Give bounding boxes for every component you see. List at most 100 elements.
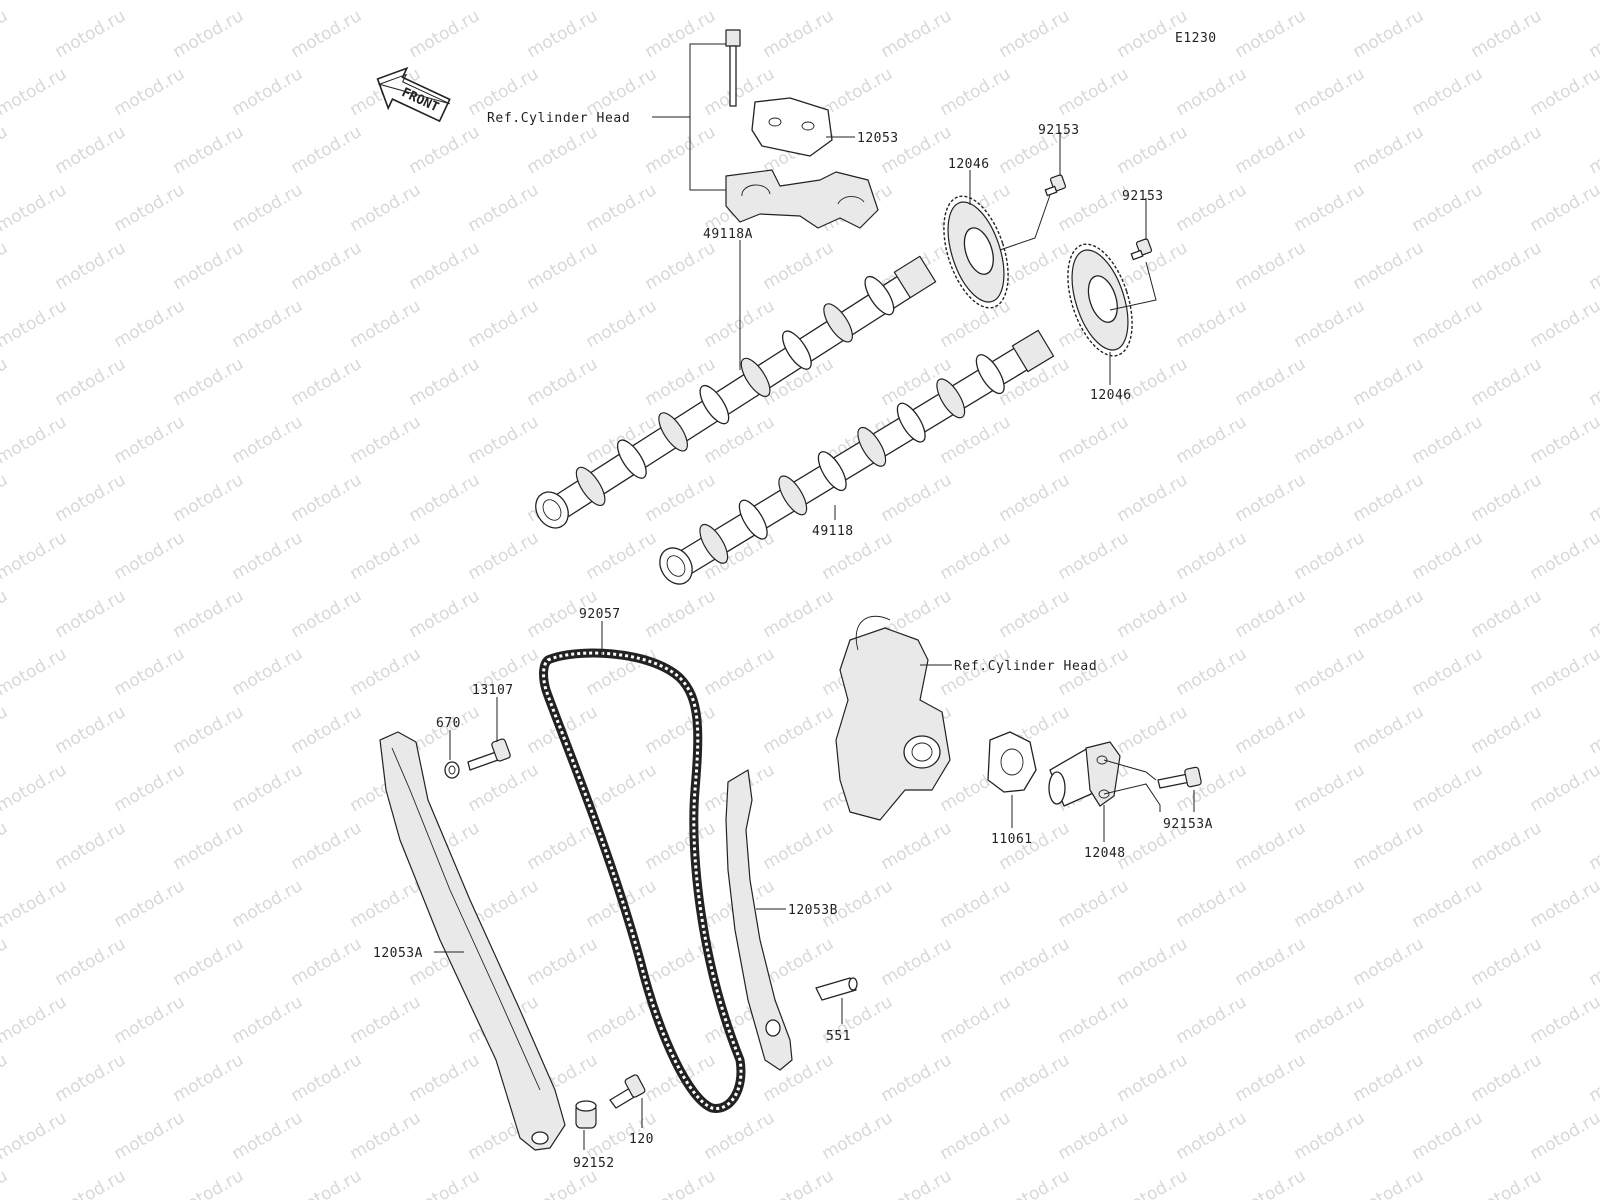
- watermark-text: motod.ru: [1114, 1050, 1192, 1106]
- cam-holder-bolt: [725, 29, 741, 107]
- watermark-text: motod.ru: [170, 702, 248, 758]
- watermark-text: motod.ru: [0, 354, 11, 410]
- watermark-text: motod.ru: [406, 238, 484, 294]
- label-92153-b: 92153: [1122, 189, 1164, 204]
- watermark-text: motod.ru: [1350, 6, 1428, 62]
- label-11061: 11061: [991, 832, 1033, 847]
- watermark-text: motod.ru: [878, 6, 956, 62]
- watermark-text: motod.ru: [524, 1166, 602, 1200]
- watermark-text: motod.ru: [1350, 1050, 1428, 1106]
- watermark-text: motod.ru: [229, 64, 307, 120]
- watermark-text: motod.ru: [996, 470, 1074, 526]
- watermark-text: motod.ru: [1232, 1166, 1310, 1200]
- watermark-text: motod.ru: [524, 934, 602, 990]
- watermark-text: motod.ru: [0, 1108, 70, 1164]
- watermark-text: motod.ru: [0, 528, 70, 584]
- watermark-text: motod.ru: [1055, 64, 1133, 120]
- watermark-text: motod.ru: [642, 1166, 720, 1200]
- watermark-text: motod.ru: [1468, 470, 1546, 526]
- watermark-text: motod.ru: [878, 1050, 956, 1106]
- watermark-text: motod.ru: [288, 122, 366, 178]
- cam-lobe: [738, 499, 768, 540]
- watermark-text: motod.ru: [760, 934, 838, 990]
- label-120: 120: [629, 1132, 654, 1147]
- cam-lobe: [781, 330, 812, 370]
- watermark-text: motod.ru: [937, 0, 1015, 4]
- watermark-text: motod.ru: [583, 528, 661, 584]
- watermark-text: motod.ru: [0, 934, 11, 990]
- watermark-text: motod.ru: [1232, 586, 1310, 642]
- watermark-text: motod.ru: [0, 1050, 11, 1106]
- watermark-text: motod.ru: [170, 238, 248, 294]
- watermark-text: motod.ru: [1114, 122, 1192, 178]
- watermark-text: motod.ru: [1527, 1108, 1600, 1164]
- watermark-text: motod.ru: [465, 0, 543, 4]
- sprocket-bolt-top: [1044, 174, 1067, 197]
- watermark-text: motod.ru: [1055, 0, 1133, 4]
- watermark-text: motod.ru: [1527, 64, 1600, 120]
- watermark-text: motod.ru: [1586, 818, 1600, 874]
- watermark-text: motod.ru: [0, 470, 11, 526]
- watermark-text: motod.ru: [1586, 702, 1600, 758]
- watermark-text: motod.ru: [819, 1108, 897, 1164]
- watermark-text: motod.ru: [1173, 412, 1251, 468]
- watermark-text: motod.ru: [937, 296, 1015, 352]
- watermark-text: motod.ru: [111, 528, 189, 584]
- watermark-text: motod.ru: [1114, 586, 1192, 642]
- cam-lobe: [896, 402, 926, 443]
- pin-551: [815, 977, 858, 1001]
- watermark-text: motod.ru: [878, 818, 956, 874]
- watermark-text: motod.ru: [937, 64, 1015, 120]
- watermark-text: motod.ru: [1291, 0, 1369, 4]
- cam-sprocket-bottom: [1067, 243, 1133, 357]
- watermark-text: motod.ru: [701, 1108, 779, 1164]
- label-551: 551: [826, 1029, 851, 1044]
- watermark-text: motod.ru: [996, 934, 1074, 990]
- watermark-text: motod.ru: [1291, 992, 1369, 1048]
- watermark-text: motod.ru: [760, 1166, 838, 1200]
- watermark-text: motod.ru: [1232, 6, 1310, 62]
- watermark-text: motod.ru: [1586, 934, 1600, 990]
- watermark-text: motod.ru: [52, 238, 130, 294]
- watermark-text: motod.ru: [760, 6, 838, 62]
- watermark-text: motod.ru: [1527, 180, 1600, 236]
- chain-guide-12053B: [725, 769, 793, 1071]
- watermark-text: motod.ru: [1232, 934, 1310, 990]
- watermark-text: motod.ru: [642, 238, 720, 294]
- watermark-text: motod.ru: [288, 818, 366, 874]
- label-92057: 92057: [579, 607, 621, 622]
- watermark-text: motod.ru: [1291, 180, 1369, 236]
- watermark-text: motod.ru: [111, 876, 189, 932]
- watermark-text: motod.ru: [229, 412, 307, 468]
- watermark-text: motod.ru: [1173, 992, 1251, 1048]
- cam-lobe: [975, 354, 1005, 395]
- watermark-text: motod.ru: [1527, 876, 1600, 932]
- watermark-text: motod.ru: [347, 180, 425, 236]
- watermark-text: motod.ru: [1350, 354, 1428, 410]
- watermark-text: motod.ru: [1232, 1050, 1310, 1106]
- watermark-text: motod.ru: [701, 644, 779, 700]
- watermark-text: motod.ru: [0, 6, 11, 62]
- watermark-text: motod.ru: [1586, 354, 1600, 410]
- watermark-text: motod.ru: [0, 412, 70, 468]
- watermark-text: motod.ru: [406, 586, 484, 642]
- timing-chain: [539, 648, 746, 1113]
- watermark-text: motod.ru: [642, 470, 720, 526]
- watermark-text: motod.ru: [1232, 470, 1310, 526]
- watermark-text: motod.ru: [1409, 180, 1487, 236]
- watermark-text: motod.ru: [0, 238, 11, 294]
- watermark-text: motod.ru: [760, 818, 838, 874]
- watermark-text: motod.ru: [1527, 528, 1600, 584]
- watermark-text: motod.ru: [406, 122, 484, 178]
- watermark-text: motod.ru: [465, 296, 543, 352]
- watermark-text: motod.ru: [0, 586, 11, 642]
- watermark-text: motod.ru: [288, 6, 366, 62]
- leader-12046-top: [969, 170, 1051, 251]
- watermark-text: motod.ru: [1409, 992, 1487, 1048]
- watermark-text: motod.ru: [229, 528, 307, 584]
- ref-label-cylinder-head-top: Ref.Cylinder Head: [487, 111, 630, 126]
- tensioner-12048: [1048, 741, 1121, 807]
- watermark-text: motod.ru: [1232, 818, 1310, 874]
- watermark-text: motod.ru: [52, 1166, 130, 1200]
